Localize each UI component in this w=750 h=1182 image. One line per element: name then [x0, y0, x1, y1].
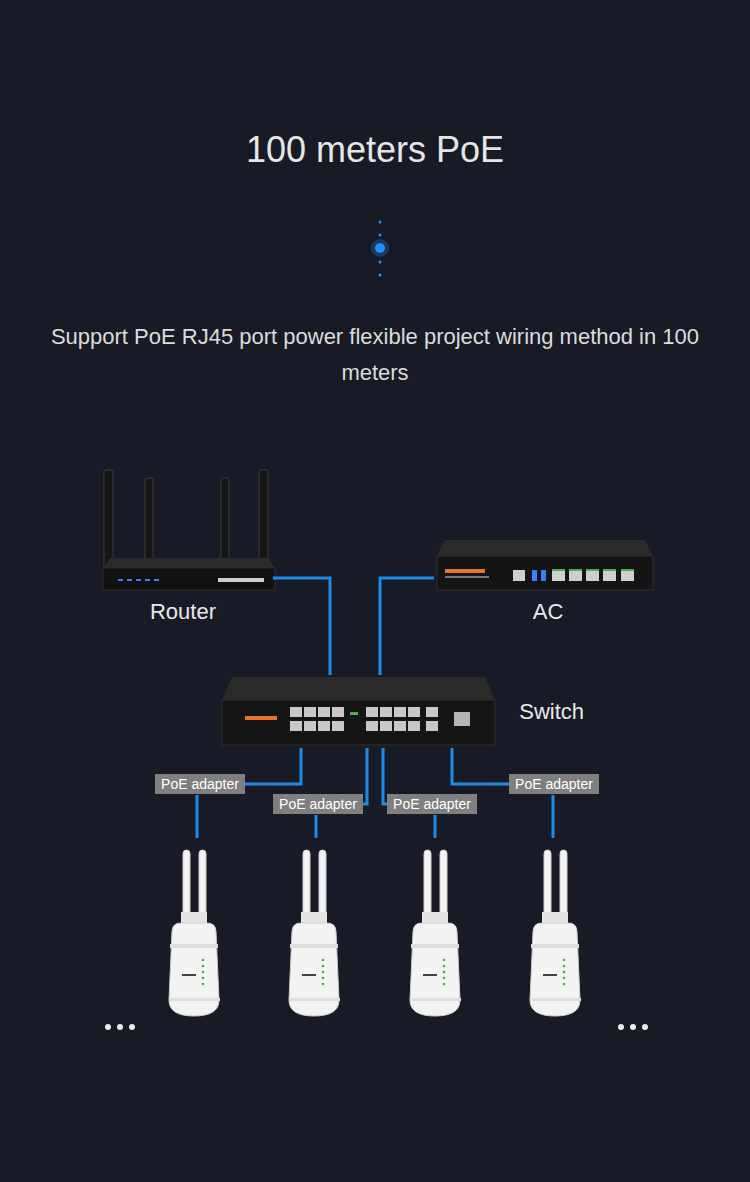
- router-led: [127, 579, 132, 581]
- poe-cable: [315, 815, 318, 838]
- poe-cable: [552, 795, 555, 838]
- port-led: [621, 569, 634, 571]
- node-label: PoE adapter: [515, 774, 593, 794]
- poe-adapter: PoE adapter: [387, 794, 477, 814]
- rj45-port: [290, 721, 302, 731]
- brand-mark: [218, 578, 264, 582]
- router-top: [103, 558, 275, 568]
- console-port: [513, 570, 525, 581]
- brand-mark: [445, 569, 485, 573]
- rj45-port: [569, 569, 582, 581]
- rj45-port: [621, 569, 634, 581]
- poe-adapter: PoE adapter: [155, 774, 245, 794]
- brand-mark: [445, 576, 489, 578]
- rj45-port: [366, 721, 378, 731]
- rj45-port: [552, 569, 565, 581]
- switch-top: [222, 677, 495, 700]
- router-antenna: [221, 478, 229, 566]
- node-label: AC: [533, 598, 564, 626]
- poe-switch: Switch: [218, 675, 590, 748]
- ac-body: [437, 556, 653, 590]
- node-label: PoE adapter: [279, 794, 357, 814]
- outdoor-ap: [530, 850, 581, 1016]
- more-dot: [630, 1024, 636, 1030]
- router-antenna: [259, 470, 268, 572]
- poe-adapter: PoE adapter: [509, 774, 599, 794]
- port-led: [569, 569, 582, 571]
- port-led: [552, 569, 565, 571]
- network-cable: [380, 578, 434, 675]
- decor-glow: [371, 239, 389, 257]
- rj45-port: [408, 721, 420, 731]
- router-led: [154, 579, 159, 581]
- more-dot: [117, 1024, 123, 1030]
- rj45-port: [318, 707, 330, 717]
- rj45-port: [603, 569, 616, 581]
- router-led: [136, 579, 141, 581]
- network-cable: [363, 748, 367, 804]
- subtitle-text: Support PoE RJ45 port power flexible pro…: [45, 319, 705, 391]
- outdoor-ap: [410, 850, 461, 1016]
- uplink-port: [426, 721, 438, 731]
- network-cable: [273, 578, 330, 675]
- ac-top: [437, 540, 653, 556]
- router-body: [103, 568, 275, 590]
- rj45-port: [290, 707, 302, 717]
- page-title: 100 meters PoE: [0, 125, 750, 175]
- rj45-port: [394, 707, 406, 717]
- outdoor-ap: [169, 850, 220, 1016]
- poe-cable: [196, 795, 199, 838]
- more-dot: [642, 1024, 648, 1030]
- node-label: PoE adapter: [393, 794, 471, 814]
- outdoor-ap: [289, 850, 340, 1016]
- ac-controller: AC: [434, 535, 662, 626]
- router-led: [118, 579, 123, 581]
- rj45-port: [586, 569, 599, 581]
- rj45-port: [380, 721, 392, 731]
- node-label: Router: [150, 598, 216, 626]
- network-cable: [452, 748, 509, 784]
- router-antenna: [104, 470, 113, 572]
- rj45-port: [332, 721, 344, 731]
- decor-dot: [379, 274, 382, 277]
- node-label: Switch: [519, 698, 584, 726]
- rj45-port: [380, 707, 392, 717]
- brand-mark: [245, 716, 277, 720]
- decor-dot: [379, 234, 382, 237]
- sfp-port: [454, 712, 470, 726]
- usb-port: [541, 570, 546, 581]
- port-led: [586, 569, 599, 571]
- rj45-port: [394, 721, 406, 731]
- rj45-port: [318, 721, 330, 731]
- poe-adapter: PoE adapter: [273, 794, 363, 814]
- more-dot: [618, 1024, 624, 1030]
- poe-cable: [434, 815, 437, 838]
- decor-dot: [379, 221, 382, 224]
- router-led: [145, 579, 150, 581]
- router-device: Router: [93, 462, 273, 626]
- node-label: PoE adapter: [161, 774, 239, 794]
- decor-dot: [375, 243, 385, 253]
- router-antenna: [145, 478, 153, 566]
- decor-dot: [379, 261, 382, 264]
- switch-led: [350, 712, 358, 715]
- usb-port: [532, 570, 537, 581]
- uplink-port: [426, 707, 438, 717]
- port-led: [603, 569, 616, 571]
- more-dot: [105, 1024, 111, 1030]
- rj45-port: [332, 707, 344, 717]
- rj45-port: [366, 707, 378, 717]
- rj45-port: [304, 707, 316, 717]
- rj45-port: [408, 707, 420, 717]
- more-dot: [129, 1024, 135, 1030]
- network-cable: [245, 748, 301, 784]
- switch-body: [222, 700, 495, 745]
- rj45-port: [304, 721, 316, 731]
